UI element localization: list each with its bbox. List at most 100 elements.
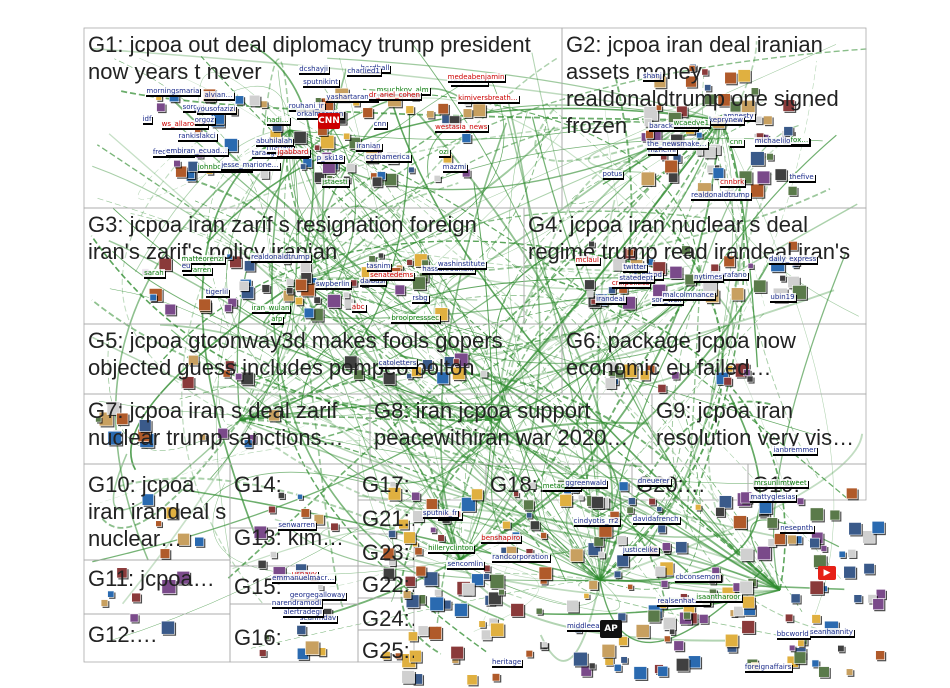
node-thumbnail — [598, 523, 613, 538]
node-thumbnail — [792, 285, 807, 300]
node-label: realsenhatsa… — [656, 597, 711, 606]
edge — [299, 276, 574, 379]
node-thumbnail — [616, 535, 627, 546]
node-thumbnail — [141, 493, 154, 506]
edge — [239, 294, 668, 421]
node-thumbnail — [750, 87, 759, 96]
node-thumbnail — [620, 656, 628, 664]
node-label: charlied1 — [346, 67, 381, 76]
node-thumbnail — [838, 550, 846, 558]
node-thumbnail — [626, 249, 634, 257]
node-label: orgoz — [193, 116, 216, 125]
node-label: ubin19 — [769, 293, 796, 302]
node-thumbnail — [100, 599, 109, 607]
edge — [299, 44, 837, 281]
node-thumbnail — [437, 534, 445, 542]
edge — [239, 419, 547, 561]
node-thumbnail — [664, 635, 671, 643]
node-label: realdonaldtrump — [690, 190, 751, 199]
edge — [239, 419, 780, 485]
node-thumbnail — [129, 613, 139, 623]
node-thumbnail — [297, 493, 303, 500]
node-thumbnail — [489, 574, 505, 589]
node-label: senwarren — [277, 521, 316, 530]
node-thumbnail — [588, 662, 596, 670]
node-thumbnail — [461, 133, 472, 143]
edge — [599, 394, 761, 582]
node-thumbnail — [322, 160, 336, 174]
edge — [599, 400, 771, 581]
edge — [137, 129, 291, 200]
node-label: cnnpolitics — [610, 279, 651, 288]
edge — [299, 126, 556, 281]
node-thumbnail — [733, 515, 747, 529]
edge — [181, 129, 291, 606]
group-label-g24: G24:… — [362, 606, 414, 631]
edge — [112, 419, 241, 511]
node-thumbnail — [268, 409, 281, 422]
node-thumbnail — [389, 481, 396, 488]
node-thumbnail — [224, 304, 233, 313]
edge — [289, 129, 848, 499]
node-thumbnail — [502, 520, 511, 530]
node-thumbnail — [796, 497, 805, 505]
edge — [289, 129, 423, 262]
node-thumbnail — [131, 592, 141, 603]
node-thumbnail — [588, 580, 599, 590]
node-thumbnail — [818, 666, 830, 678]
edge — [459, 60, 818, 561]
node-thumbnail — [181, 376, 195, 389]
edge — [299, 80, 505, 281]
node-thumbnail — [350, 279, 358, 287]
node-label: bbcworld — [775, 630, 810, 639]
node-thumbnail — [655, 104, 662, 111]
node-thumbnail — [559, 494, 573, 507]
node-thumbnail — [155, 94, 163, 101]
node-thumbnail — [417, 625, 429, 637]
node-thumbnail — [809, 507, 824, 522]
node-thumbnail — [523, 499, 534, 511]
edge — [459, 278, 656, 561]
group-label-g12: G12:… — [88, 622, 158, 647]
node-thumbnail — [382, 547, 395, 560]
node-label: the_newsmake… — [646, 139, 708, 148]
node-thumbnail — [234, 95, 244, 105]
node-thumbnail — [454, 603, 468, 617]
logo-badge-2: ▶ — [818, 566, 836, 580]
node-thumbnail — [656, 506, 663, 513]
edge — [268, 182, 459, 281]
edge — [363, 88, 701, 281]
node-thumbnail — [478, 620, 486, 628]
node-label: westasia_news — [434, 123, 489, 132]
node-thumbnail — [471, 488, 483, 501]
group-label-g5: G5: jcpoa gtconway3d makes fools gopers … — [88, 328, 509, 380]
node-thumbnail — [403, 531, 416, 544]
edge — [508, 111, 601, 581]
edge — [179, 279, 701, 400]
group-label-g10: G10: jcpoa iran irandeal s nuclear… — [88, 472, 227, 551]
node-thumbnail — [330, 522, 339, 531]
node-thumbnail — [779, 275, 786, 282]
edge — [130, 212, 601, 581]
node-thumbnail — [253, 525, 267, 539]
node-thumbnail — [261, 284, 271, 293]
node-thumbnail — [525, 650, 533, 658]
node-thumbnail — [604, 377, 617, 389]
node-thumbnail — [704, 84, 712, 92]
edge — [98, 279, 701, 417]
node-thumbnail — [235, 373, 243, 381]
node-thumbnail — [615, 369, 625, 379]
node-thumbnail — [535, 607, 543, 615]
node-thumbnail — [739, 580, 753, 595]
node-label: randcorporation — [491, 553, 550, 562]
edge — [392, 264, 601, 581]
node-thumbnail — [387, 487, 402, 501]
node-thumbnail — [199, 433, 206, 441]
node-thumbnail — [453, 358, 460, 365]
node-thumbnail — [300, 163, 307, 170]
edge — [97, 197, 501, 421]
node-thumbnail — [510, 603, 525, 617]
edge — [283, 129, 359, 400]
node-thumbnail — [657, 524, 666, 534]
node-thumbnail — [394, 284, 406, 296]
